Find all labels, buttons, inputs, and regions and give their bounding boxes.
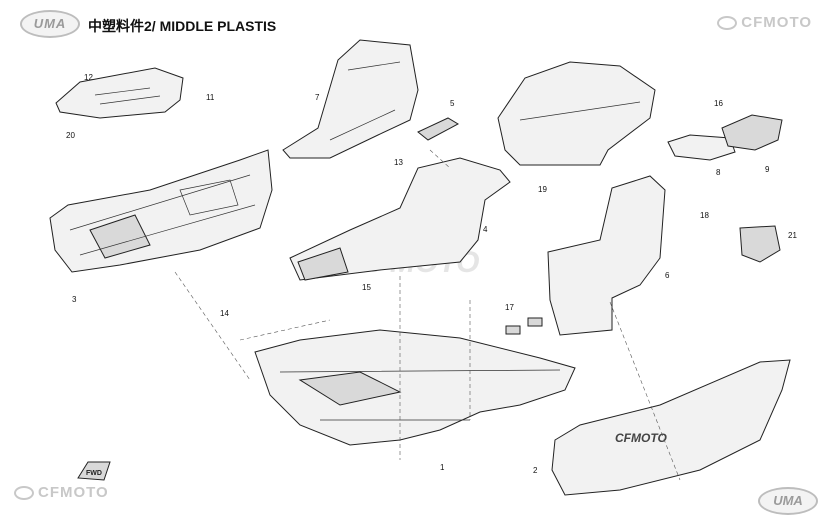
cfmoto-logo-text: CFMOTO bbox=[741, 14, 812, 31]
cfmoto-ring-icon bbox=[717, 16, 738, 31]
callout-11: 11 bbox=[206, 93, 215, 102]
callout-14: 14 bbox=[220, 309, 229, 318]
callout-17: 17 bbox=[505, 303, 514, 312]
callout-7: 7 bbox=[315, 93, 320, 102]
part-8-9-trays bbox=[667, 114, 783, 161]
callout-19: 19 bbox=[538, 185, 547, 194]
callout-9: 9 bbox=[765, 165, 770, 174]
fwd-badge: FWD bbox=[77, 461, 111, 481]
callout-13: 13 bbox=[394, 158, 403, 167]
part-1-floor bbox=[254, 329, 576, 446]
uma-logo: UMA bbox=[20, 10, 80, 38]
callout-8: 8 bbox=[716, 168, 721, 177]
callout-18: 18 bbox=[700, 211, 709, 220]
callout-5: 5 bbox=[450, 99, 455, 108]
callout-4: 4 bbox=[483, 225, 488, 234]
callout-20: 20 bbox=[66, 131, 75, 140]
part-7-cover bbox=[282, 39, 419, 159]
callout-16: 16 bbox=[714, 99, 723, 108]
part-4-console bbox=[289, 157, 511, 281]
part-logo-text: CFMOTO bbox=[615, 431, 667, 445]
cfmoto-logo: CFMOTO bbox=[717, 14, 812, 31]
callout-3: 3 bbox=[72, 295, 77, 304]
fwd-text: FWD bbox=[86, 470, 102, 477]
callout-2: 2 bbox=[533, 466, 538, 475]
part-6-right-console bbox=[547, 175, 666, 336]
part-21 bbox=[739, 225, 781, 263]
callout-labels: 1 2 3 4 5 6 7 8 9 11 12 13 14 15 16 17 1… bbox=[66, 73, 797, 475]
part-2-right-panel: CFMOTO bbox=[551, 359, 791, 496]
page-title: 中塑料件2/ MIDDLE PLASTIS bbox=[88, 18, 277, 34]
callout-15: 15 bbox=[362, 283, 371, 292]
part-17-plates bbox=[505, 317, 543, 335]
callout-1: 1 bbox=[440, 463, 445, 472]
cfmoto-logo-bottom: CFMOTO bbox=[14, 484, 109, 501]
part-20-mat bbox=[55, 67, 184, 119]
callout-12: 12 bbox=[84, 73, 93, 82]
cfmoto-ring-icon bbox=[14, 486, 34, 501]
callout-21: 21 bbox=[788, 231, 797, 240]
part-19-box bbox=[497, 61, 656, 166]
part-5-oval bbox=[417, 117, 460, 141]
callout-6: 6 bbox=[665, 271, 670, 280]
cfmoto-logo-bottom-text: CFMOTO bbox=[38, 484, 109, 501]
part-3-left-panel bbox=[49, 149, 273, 273]
header: UMA 中塑料件2/ MIDDLE PLASTIS CFMOTO bbox=[0, 0, 832, 40]
uma-logo-bottom: UMA bbox=[758, 487, 818, 515]
